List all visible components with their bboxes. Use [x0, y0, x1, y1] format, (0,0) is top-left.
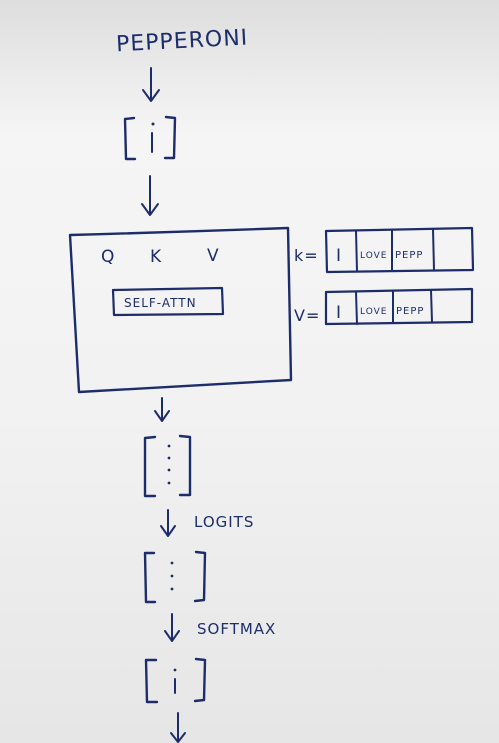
v-cache-cell-3: PEPP: [396, 306, 424, 317]
k-cache-cell-3: PEPP: [395, 250, 423, 261]
logits-label: LOGITS: [194, 513, 254, 531]
self-attn-label: SELF-ATTN: [124, 296, 197, 310]
arrow-down-icon: [164, 613, 180, 642]
softmax-label: SOFTMAX: [197, 620, 276, 638]
arrow-down-icon: [160, 509, 176, 537]
q-label: Q: [101, 247, 115, 267]
arrow-down-icon: [154, 397, 170, 422]
v-cache-cell-2: LOVE: [360, 307, 387, 317]
arrow-down-icon: [141, 175, 159, 216]
input-token-label: PEPPERONI: [116, 25, 249, 57]
probability-vector: [144, 657, 207, 704]
hidden-state-vector: [143, 434, 192, 498]
k-label: K: [150, 247, 162, 267]
self-attn-box: [111, 286, 225, 317]
k-cache-cell-2: LOVE: [360, 251, 387, 261]
v-cache: [324, 287, 474, 326]
v-cache-label: V=: [294, 306, 320, 325]
embedding-vector: [123, 115, 177, 161]
v-label: V: [207, 246, 220, 266]
k-cache-cell-1: I: [336, 246, 342, 266]
k-cache: [324, 226, 475, 274]
k-cache-label: k=: [294, 246, 319, 265]
logits-vector: [143, 550, 207, 604]
v-cache-cell-1: I: [336, 303, 342, 323]
arrow-down-icon: [170, 712, 186, 743]
arrow-down-icon: [142, 67, 160, 102]
transformer-block: [68, 226, 293, 394]
